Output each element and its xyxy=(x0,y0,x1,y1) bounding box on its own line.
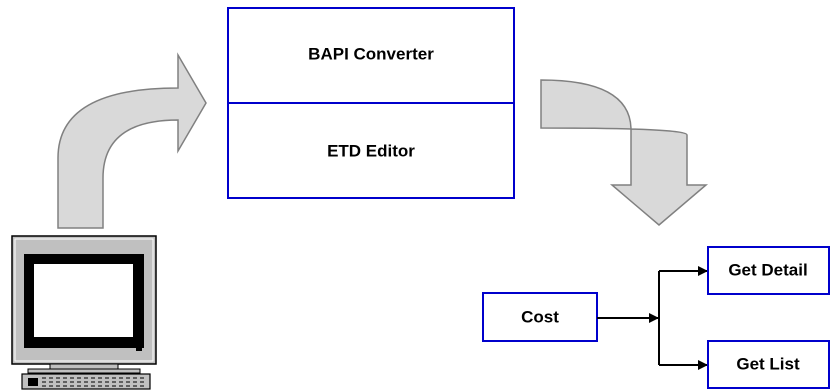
get-detail-label: Get Detail xyxy=(728,260,807,279)
get-detail-node: Get Detail xyxy=(707,246,830,295)
etd-editor-label: ETD Editor xyxy=(327,141,415,160)
converter-panel: BAPI Converter ETD Editor xyxy=(227,7,515,199)
cost-node: Cost xyxy=(482,292,598,342)
bapi-converter-label: BAPI Converter xyxy=(308,44,434,63)
branch-connectors xyxy=(597,266,708,370)
curved-arrow-down-right-icon xyxy=(540,79,709,226)
get-list-node: Get List xyxy=(707,340,830,389)
cost-label: Cost xyxy=(521,307,559,326)
keyboard-icon xyxy=(21,373,151,390)
curved-arrow-up-right-icon xyxy=(57,52,207,229)
get-list-label: Get List xyxy=(736,354,800,373)
computer-monitor-icon xyxy=(11,235,157,374)
